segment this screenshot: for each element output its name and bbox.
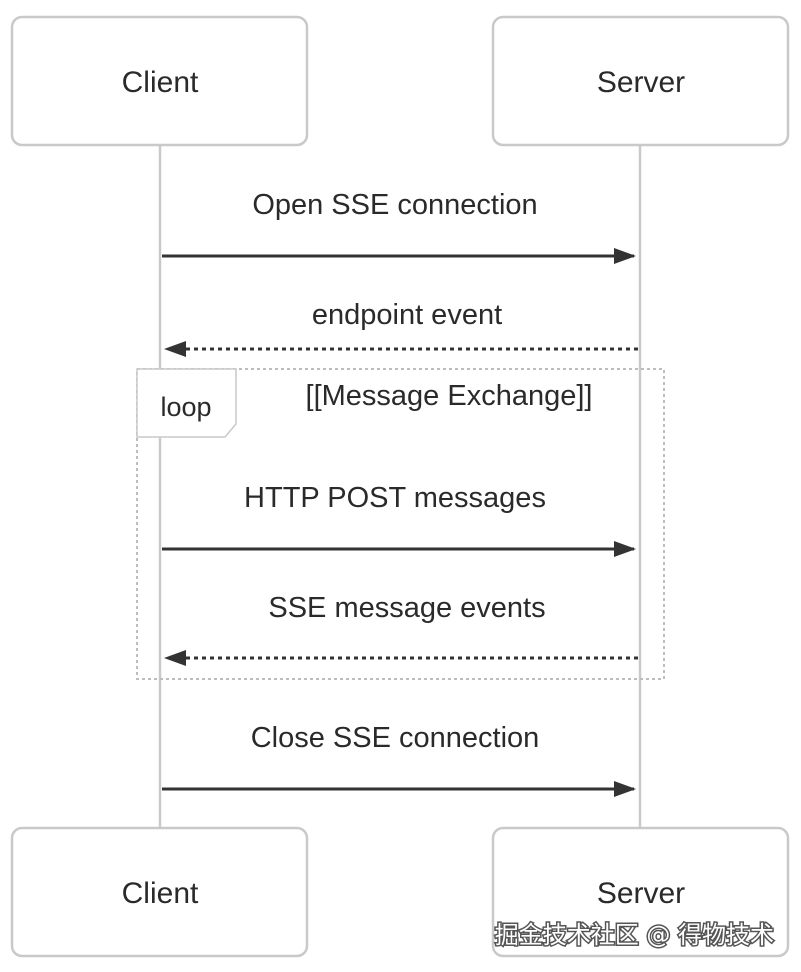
- loop-title: [[Message Exchange]]: [306, 380, 593, 412]
- client-actor-top: Client: [10, 15, 309, 147]
- server-actor-bottom-label: Server: [597, 877, 685, 910]
- server-actor-top: Server: [491, 15, 790, 147]
- server-actor-top-label: Server: [597, 66, 685, 99]
- watermark-text: 掘金技术社区 @ 得物技术: [495, 921, 774, 949]
- loop-frame: loop [[Message Exchange]]: [136, 368, 665, 680]
- loop-tag-label: loop: [160, 392, 211, 422]
- message-open-sse-label: Open SSE connection: [252, 189, 537, 221]
- client-actor-top-label: Client: [122, 66, 199, 99]
- server-actor-bottom: Server: [491, 826, 790, 958]
- client-actor-bottom-label: Client: [122, 877, 199, 910]
- client-actor-bottom: Client: [10, 826, 309, 958]
- message-endpoint-event-label: endpoint event: [312, 299, 502, 331]
- loop-tag: [136, 368, 237, 438]
- message-close-sse-label: Close SSE connection: [251, 722, 540, 754]
- message-http-post-label: HTTP POST messages: [244, 482, 546, 514]
- message-sse-events-label: SSE message events: [268, 592, 545, 624]
